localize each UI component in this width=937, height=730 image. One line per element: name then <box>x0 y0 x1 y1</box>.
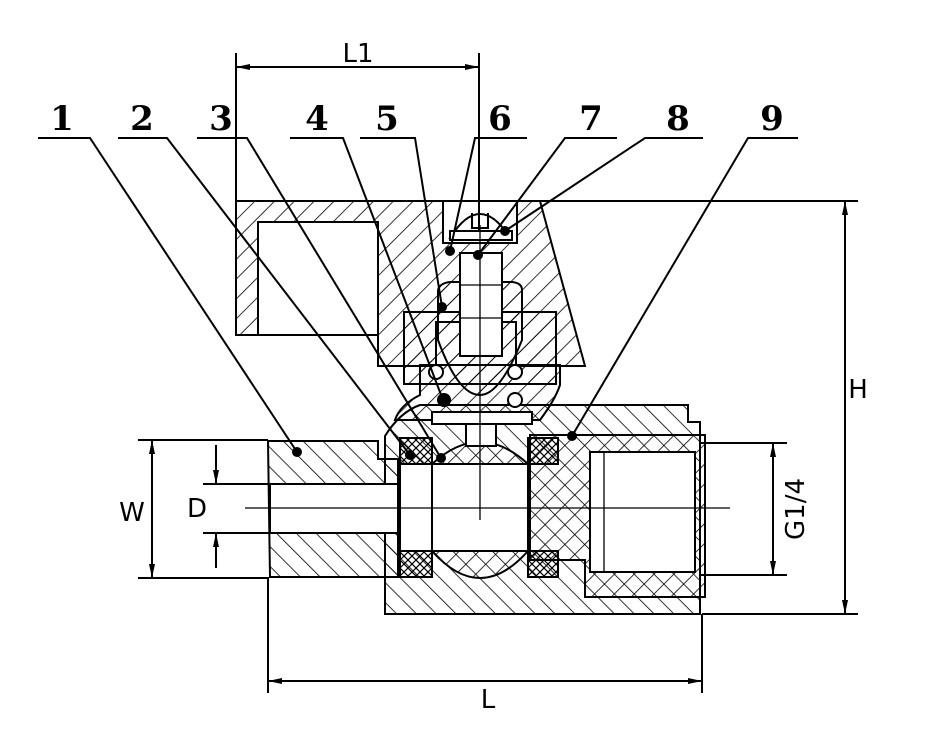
dimension-L1: L1 <box>235 39 480 230</box>
dimension-L-label: L <box>481 685 496 715</box>
callout-8: 8 <box>666 99 690 139</box>
dimension-thread-label: G1/4 <box>781 478 811 540</box>
outlet-thread-line <box>603 451 696 573</box>
dimension-H: H <box>540 200 868 615</box>
dimension-D-label: D <box>187 494 207 524</box>
seat-left-top <box>399 437 433 465</box>
seat-left-bottom <box>399 550 433 578</box>
callout-4: 4 <box>305 99 329 139</box>
callout-3: 3 <box>209 99 233 139</box>
callout-1: 1 <box>50 99 74 139</box>
seat-right-top <box>527 437 559 465</box>
callout-dots <box>292 226 577 463</box>
callout-5: 5 <box>375 99 399 139</box>
callout-7: 7 <box>579 99 603 139</box>
dimension-L: L <box>267 577 703 715</box>
seat-right-bottom <box>527 550 559 578</box>
dimension-W: W <box>119 439 268 579</box>
dimension-D: D <box>187 445 290 568</box>
callout-2: 2 <box>130 99 154 139</box>
dimension-W-label: W <box>119 498 145 528</box>
dimension-L1-label: L1 <box>342 39 373 69</box>
callout-9: 9 <box>760 99 784 139</box>
dimension-H-label: H <box>848 375 868 405</box>
callout-6: 6 <box>488 99 512 139</box>
outlet-bore <box>589 451 696 573</box>
dimension-thread: G1/4 <box>700 442 811 576</box>
o-rings <box>428 364 533 447</box>
handle-lever <box>235 200 587 367</box>
